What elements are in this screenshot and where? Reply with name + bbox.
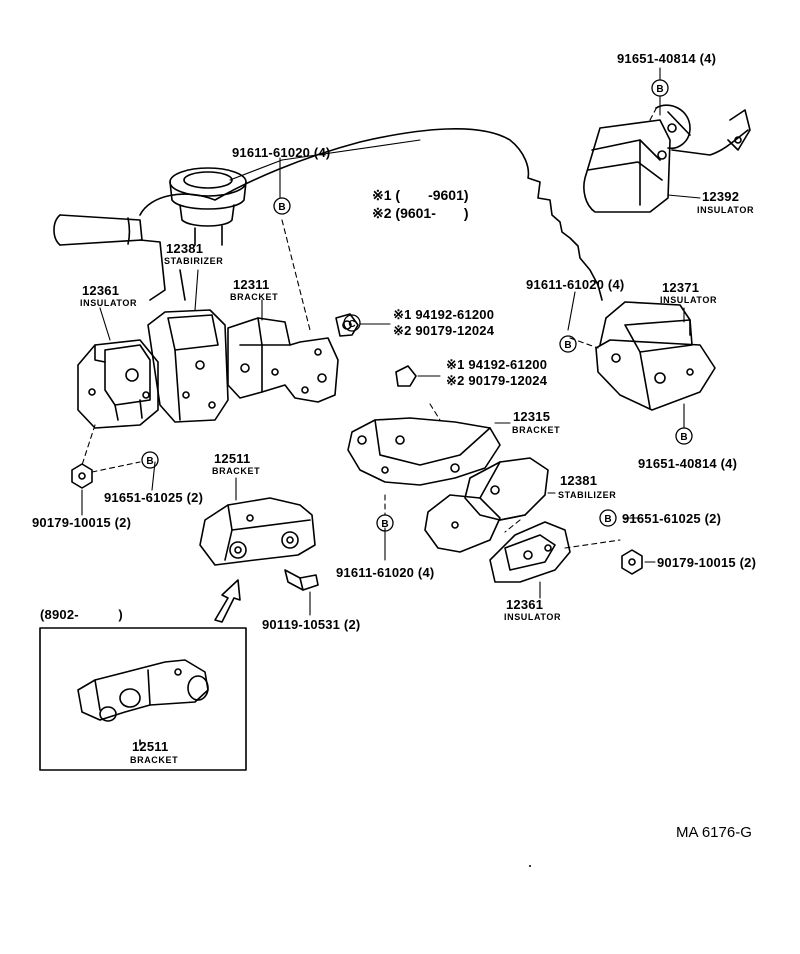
label-91611-61020-bottom: 91611-61020 (4) xyxy=(336,565,435,580)
label-12371-sub: INSULATOR xyxy=(660,295,718,305)
insulator-12371 xyxy=(595,301,716,411)
label-12511-inset: 12511 xyxy=(132,739,169,754)
label-12381-left: 12381 xyxy=(166,241,204,256)
figure-code: MA 6176-G xyxy=(676,824,752,841)
label-91611-61020-right: 91611-61020 (4) xyxy=(526,277,625,292)
callout-c xyxy=(343,314,361,332)
svg-text:C: C xyxy=(348,319,355,330)
svg-text:B: B xyxy=(680,432,687,443)
legend-line-1: ※1 ( -9601) xyxy=(372,187,469,203)
callout-b-12371 xyxy=(675,427,693,445)
stabilizer-12381-left xyxy=(147,309,229,423)
label-12381-left-sub: STABIRIZER xyxy=(164,256,224,266)
insulator-12361-left xyxy=(77,339,159,429)
label-12381-right-sub: STABILIZER xyxy=(558,490,617,500)
label-12511-sub: BRACKET xyxy=(212,466,261,476)
label-nut-a2: ※2 90179-12024 xyxy=(393,323,495,338)
nut-94192-right xyxy=(395,365,417,387)
svg-text:B: B xyxy=(656,84,663,95)
label-91611-61020-top: 91611-61020 (4) xyxy=(232,145,331,160)
label-90119-10531: 90119-10531 (2) xyxy=(262,617,361,632)
label-12315: 12315 xyxy=(513,409,551,424)
label-12381-right: 12381 xyxy=(560,473,598,488)
nut-90179-10015-left xyxy=(71,463,93,489)
stabilizer-12381-right xyxy=(424,457,549,553)
engine-outline xyxy=(53,128,603,301)
label-12392-sub: INSULATOR xyxy=(697,205,755,215)
bracket-12511 xyxy=(199,497,316,566)
svg-text:B: B xyxy=(381,519,388,530)
bracket-12315 xyxy=(347,417,501,486)
label-12311: 12311 xyxy=(233,277,270,292)
label-nut-b1: ※1 94192-61200 xyxy=(446,357,548,372)
callout-letters: B B B B B B B C xyxy=(146,84,687,530)
direction-arrow xyxy=(214,579,241,623)
bracket-12311 xyxy=(227,317,339,403)
label-12511: 12511 xyxy=(214,451,251,466)
svg-text:B: B xyxy=(604,514,611,525)
label-91651-40814-right: 91651-40814 (4) xyxy=(638,456,738,471)
label-12361-right: 12361 xyxy=(506,597,544,612)
bolt-90119 xyxy=(284,569,319,591)
callout-markers xyxy=(141,79,693,532)
label-12371: 12371 xyxy=(662,280,700,295)
label-91651-40814-top: 91651-40814 (4) xyxy=(617,51,717,66)
callout-b-lower-right xyxy=(599,509,617,527)
oil-filler-cap xyxy=(169,167,247,246)
nut-90179-10015-right xyxy=(621,549,643,575)
label-12511-inset-sub: BRACKET xyxy=(130,755,179,765)
misc-dot xyxy=(529,865,531,867)
label-12311-sub: BRACKET xyxy=(230,292,279,302)
svg-text:B: B xyxy=(564,340,571,351)
leader-lines xyxy=(81,67,701,616)
insulator-12361-right xyxy=(489,521,571,583)
inset-box xyxy=(39,627,247,771)
legend-line-2: ※2 (9601- ) xyxy=(372,205,469,221)
label-91651-61025-right: 91651-61025 (2) xyxy=(622,511,722,526)
callout-b-top xyxy=(651,79,669,97)
inset-range-label: (8902- ) xyxy=(40,607,123,622)
label-12392: 12392 xyxy=(702,189,740,204)
callout-b-left xyxy=(141,451,159,469)
label-90179-10015-right: 90179-10015 (2) xyxy=(657,555,757,570)
label-12361-left: 12361 xyxy=(82,283,120,298)
label-91651-61025-left: 91651-61025 (2) xyxy=(104,490,204,505)
callout-b-bracket xyxy=(376,514,394,532)
label-nut-b2: ※2 90179-12024 xyxy=(446,373,548,388)
label-nut-a1: ※1 94192-61200 xyxy=(393,307,495,322)
label-12361-right-sub: INSULATOR xyxy=(504,612,562,622)
callout-b-engine xyxy=(273,197,291,215)
svg-text:B: B xyxy=(278,202,285,213)
guide-lines xyxy=(81,104,659,549)
svg-text:B: B xyxy=(146,456,153,467)
label-12315-sub: BRACKET xyxy=(512,425,561,435)
label-12361-left-sub: INSULATOR xyxy=(80,298,138,308)
callout-b-right xyxy=(559,335,577,353)
label-90179-10015-left: 90179-10015 (2) xyxy=(32,515,132,530)
insulator-12392 xyxy=(583,104,751,213)
